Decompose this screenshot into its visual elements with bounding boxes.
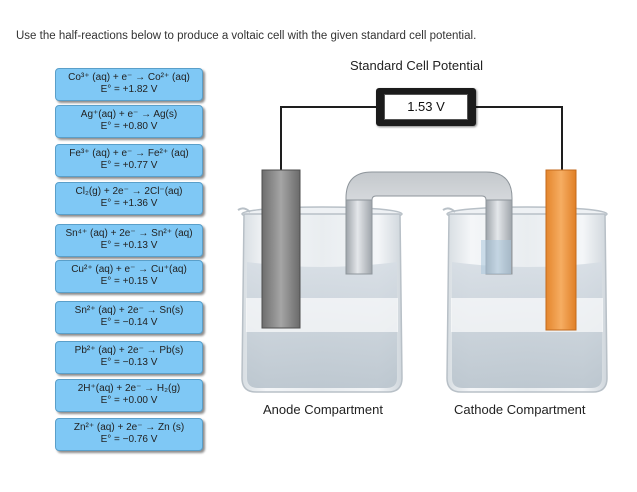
- salt-bridge: [345, 171, 513, 275]
- cathode-beaker: [442, 206, 608, 393]
- cathode-compartment-label: Cathode Compartment: [454, 402, 586, 417]
- half-reaction-equation: Fe³⁺ (aq) + e⁻ → Fe²⁺ (aq): [69, 148, 189, 159]
- standard-cell-potential-title: Standard Cell Potential: [350, 58, 483, 73]
- half-reaction-potential: E° = +1.36 V: [100, 198, 158, 209]
- half-reaction-potential: E° = +0.00 V: [100, 395, 158, 406]
- half-reaction-potential: E° = +1.82 V: [100, 84, 158, 95]
- half-reaction-card[interactable]: Cu²⁺ (aq) + e⁻ → Cu⁺(aq) E° = +0.15 V: [55, 260, 203, 293]
- anode-compartment-label: Anode Compartment: [263, 402, 383, 417]
- half-reaction-equation: Pb²⁺ (aq) + 2e⁻ → Pb(s): [74, 345, 184, 356]
- half-reaction-equation: Sn⁴⁺ (aq) + 2e⁻ → Sn²⁺ (aq): [65, 228, 193, 239]
- half-reaction-card[interactable]: Co³⁺ (aq) + e⁻ → Co²⁺ (aq) E° = +1.82 V: [55, 68, 203, 101]
- half-reaction-equation: Cl₂(g) + 2e⁻ → 2Cl⁻(aq): [75, 186, 183, 197]
- half-reaction-equation: Co³⁺ (aq) + e⁻ → Co²⁺ (aq): [68, 72, 190, 83]
- half-reaction-potential: E° = −0.13 V: [100, 357, 158, 368]
- cathode-wire: [476, 106, 563, 170]
- cathode-electrode: [545, 169, 577, 331]
- half-reaction-equation: 2H⁺(aq) + 2e⁻ → H₂(g): [77, 383, 181, 394]
- half-reaction-card[interactable]: Cl₂(g) + 2e⁻ → 2Cl⁻(aq) E° = +1.36 V: [55, 182, 203, 215]
- half-reaction-card[interactable]: Ag⁺(aq) + e⁻ → Ag(s) E° = +0.80 V: [55, 105, 203, 138]
- half-reaction-potential: E° = +0.13 V: [100, 240, 158, 251]
- half-reaction-potential: E° = +0.15 V: [100, 276, 158, 287]
- half-reaction-equation: Cu²⁺ (aq) + e⁻ → Cu⁺(aq): [71, 264, 187, 275]
- half-reaction-equation: Zn²⁺ (aq) + 2e⁻ → Zn (s): [73, 422, 185, 433]
- voltmeter: 1.53 V: [376, 88, 476, 126]
- half-reaction-card[interactable]: Pb²⁺ (aq) + 2e⁻ → Pb(s) E° = −0.13 V: [55, 341, 203, 374]
- anode-wire: [280, 106, 376, 176]
- anode-electrode: [261, 169, 301, 329]
- half-reaction-equation: Ag⁺(aq) + e⁻ → Ag(s): [80, 109, 178, 120]
- half-reaction-card[interactable]: Sn²⁺ (aq) + 2e⁻ → Sn(s) E° = −0.14 V: [55, 301, 203, 334]
- half-reaction-potential: E° = −0.14 V: [100, 317, 158, 328]
- half-reaction-equation: Sn²⁺ (aq) + 2e⁻ → Sn(s): [74, 305, 184, 316]
- half-reaction-potential: E° = +0.77 V: [100, 160, 158, 171]
- half-reaction-card[interactable]: Sn⁴⁺ (aq) + 2e⁻ → Sn²⁺ (aq) E° = +0.13 V: [55, 224, 203, 257]
- instruction-text: Use the half-reactions below to produce …: [16, 30, 477, 42]
- half-reaction-potential: E° = −0.76 V: [100, 434, 158, 445]
- half-reaction-potential: E° = +0.80 V: [100, 121, 158, 132]
- half-reaction-card[interactable]: Zn²⁺ (aq) + 2e⁻ → Zn (s) E° = −0.76 V: [55, 418, 203, 451]
- half-reaction-card[interactable]: 2H⁺(aq) + 2e⁻ → H₂(g) E° = +0.00 V: [55, 379, 203, 412]
- half-reaction-card[interactable]: Fe³⁺ (aq) + e⁻ → Fe²⁺ (aq) E° = +0.77 V: [55, 144, 203, 177]
- cell-potential-display[interactable]: 1.53 V: [384, 94, 468, 120]
